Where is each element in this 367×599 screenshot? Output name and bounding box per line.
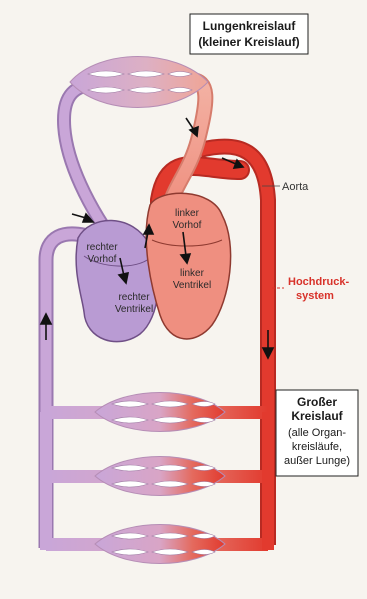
great-circ-title-2: Kreislauf	[291, 409, 343, 423]
left-ventricle-label-2: Ventrikel	[173, 280, 211, 291]
hochdruck-label-1: Hochdruck-	[288, 276, 349, 288]
right-atrium-label-1: rechter	[86, 242, 118, 253]
lung-subtitle: (kleiner Kreislauf)	[198, 35, 299, 49]
aorta-label: Aorta	[282, 181, 309, 193]
great-circulation-box: Großer Kreislauf (alle Organ- kreisläufe…	[276, 390, 358, 476]
left-atrium-label-1: linker	[175, 208, 200, 219]
left-ventricle-label-1: linker	[180, 268, 205, 279]
great-circ-desc-3: außer Lunge)	[284, 455, 350, 467]
great-circ-desc-1: (alle Organ-	[288, 427, 346, 439]
great-circ-title-1: Großer	[297, 395, 337, 409]
lung-title: Lungenkreislauf	[203, 19, 297, 33]
right-ventricle-label-1: rechter	[118, 292, 150, 303]
left-atrium-label-2: Vorhof	[173, 220, 202, 231]
hochdruck-label-2: system	[296, 290, 334, 302]
right-ventricle-label-2: Ventrikel	[115, 304, 153, 315]
right-atrium-label-2: Vorhof	[88, 254, 117, 265]
great-circ-desc-2: kreisläufe,	[292, 441, 342, 453]
lung-label-box: Lungenkreislauf (kleiner Kreislauf)	[190, 14, 308, 54]
